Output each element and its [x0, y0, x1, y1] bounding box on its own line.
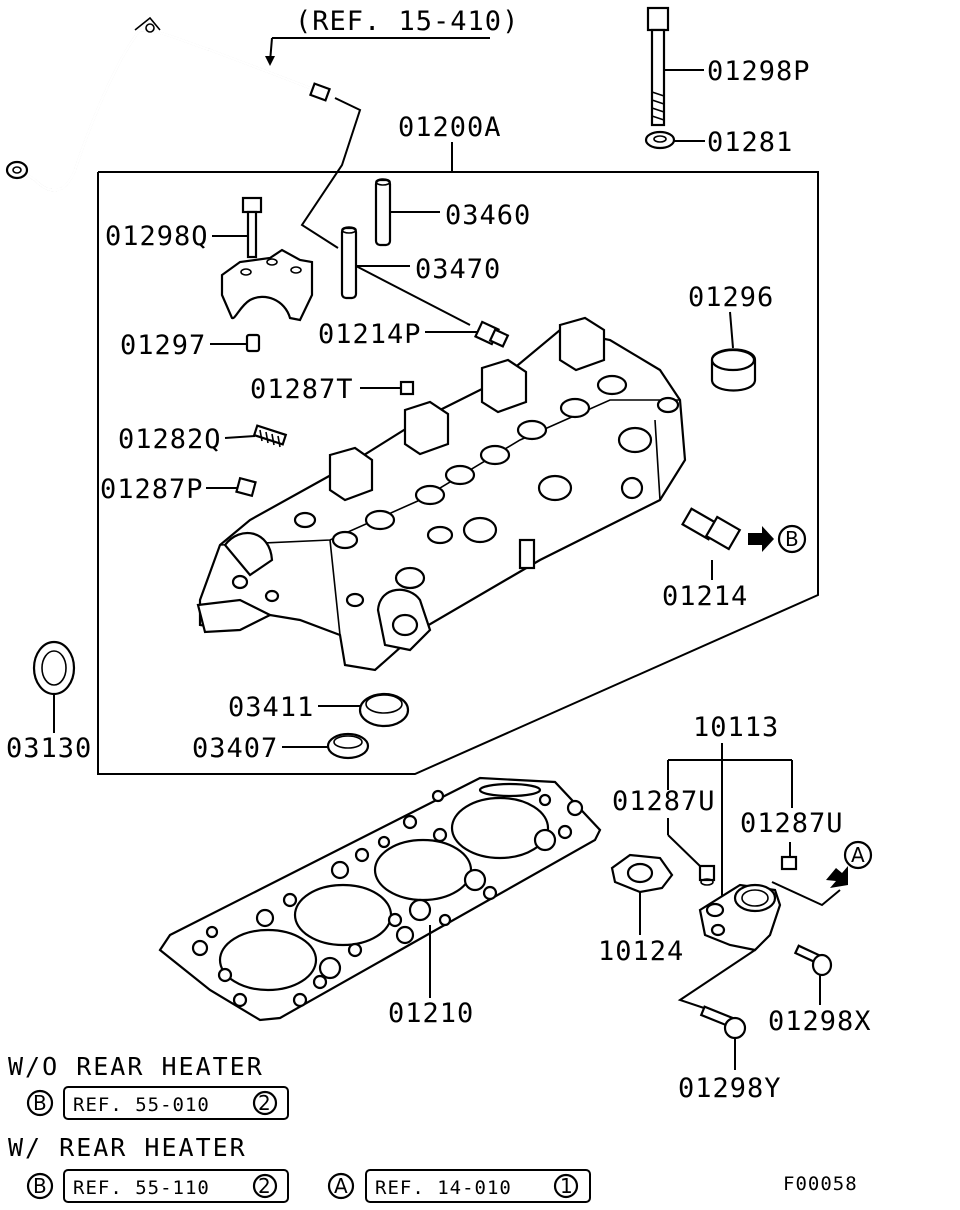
marker-a-circle	[843, 840, 873, 870]
label-03130: 03130	[6, 733, 92, 764]
bearing-cap	[220, 248, 314, 322]
label-01282q: 01282Q	[118, 424, 222, 455]
label-01298q: 01298Q	[105, 221, 209, 252]
plug-01287u-left	[698, 864, 716, 886]
label-01287t: 01287T	[250, 374, 354, 405]
label-10124: 10124	[598, 936, 684, 967]
label-01298y: 01298Y	[678, 1073, 782, 1104]
bolt-01298y	[699, 1005, 747, 1040]
arrow-to-b-icon	[748, 526, 774, 552]
ref-55-110-box[interactable]	[63, 1169, 289, 1203]
figure-code: F00058	[783, 1173, 858, 1195]
seal-03407	[326, 732, 370, 760]
marker-a-text: A	[851, 843, 865, 867]
plug-01287p	[235, 476, 257, 498]
label-01296: 01296	[688, 282, 774, 313]
ref-14-010[interactable]: REF. 14-010	[375, 1177, 512, 1199]
bolt-01298p	[646, 6, 670, 127]
valve-guide-03460	[374, 178, 392, 247]
ref-55-010-index-circle	[252, 1090, 278, 1116]
ref-55-010-index: 2	[258, 1091, 271, 1115]
valve-guide-03470	[340, 226, 358, 300]
note-w-rear-heater: W/ REAR HEATER	[8, 1133, 247, 1162]
label-03411: 03411	[228, 692, 314, 723]
label-01287u-left: 01287U	[612, 786, 716, 817]
ref-15-410: (REF. 15-410)	[295, 6, 519, 37]
seal-03130	[32, 640, 76, 696]
ref-14-010-box[interactable]	[365, 1169, 591, 1203]
ref-55-110[interactable]: REF. 55-110	[73, 1177, 210, 1199]
label-01210: 01210	[388, 998, 474, 1029]
gasket-10124	[610, 853, 674, 894]
ref-14-010-index: 1	[560, 1174, 573, 1198]
stud-01282q	[252, 424, 288, 448]
ref-55-110-index: 2	[258, 1174, 271, 1198]
label-01281: 01281	[707, 127, 793, 158]
sensor-01214p	[474, 320, 510, 348]
marker-b-text: B	[785, 527, 799, 551]
ref-55-010[interactable]: REF. 55-010	[73, 1094, 210, 1116]
label-01298x: 01298X	[768, 1006, 872, 1037]
note-wo-rear-heater: W/O REAR HEATER	[8, 1052, 264, 1081]
ref-55-010-box[interactable]	[63, 1086, 289, 1120]
arrow-to-a-icon	[826, 866, 848, 888]
plug-01287t	[399, 380, 415, 396]
label-03460: 03460	[445, 200, 531, 231]
label-01214p: 01214P	[318, 319, 422, 350]
bolt-01298x	[793, 944, 833, 977]
marker-b-circle	[777, 524, 807, 554]
label-01200a: 01200A	[398, 112, 502, 143]
dowel-01297	[245, 333, 261, 353]
note3-marker-a	[327, 1172, 355, 1200]
label-01214: 01214	[662, 581, 748, 612]
label-10113: 10113	[693, 712, 779, 743]
note1-marker-b	[26, 1089, 54, 1117]
oil-pipe	[5, 16, 331, 192]
note2-marker-b	[26, 1172, 54, 1200]
head-gasket-01210	[158, 776, 602, 1022]
bolt-01298q	[241, 196, 263, 259]
plug-01287u-right	[780, 855, 798, 871]
note1-marker-b-text: B	[33, 1091, 47, 1115]
sensor-01214	[681, 507, 742, 551]
ref-55-110-index-circle	[252, 1173, 278, 1199]
washer-01281	[644, 130, 676, 150]
plug-01296	[710, 348, 757, 392]
label-01298p: 01298P	[707, 56, 811, 87]
seal-03411	[358, 692, 410, 728]
label-01287p: 01287P	[100, 474, 204, 505]
label-01297: 01297	[120, 330, 206, 361]
cylinder-head	[196, 316, 687, 672]
label-03470: 03470	[415, 254, 501, 285]
label-01287u-right: 01287U	[740, 808, 844, 839]
note3-marker-a-text: A	[334, 1174, 348, 1198]
ref-14-010-index-circle	[553, 1173, 579, 1199]
label-03407: 03407	[192, 733, 278, 764]
thermostat-housing	[698, 883, 782, 952]
note2-marker-b-text: B	[33, 1174, 47, 1198]
